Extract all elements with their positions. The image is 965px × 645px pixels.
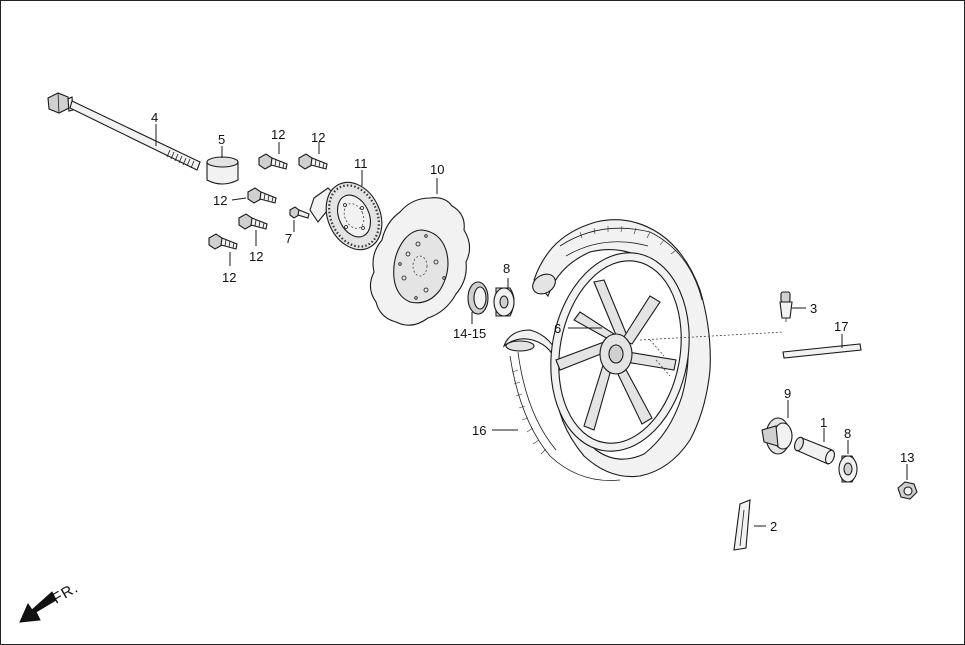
callout-12-b: 12 bbox=[311, 130, 325, 145]
bolt-part-d bbox=[238, 213, 268, 230]
callout-17: 17 bbox=[834, 319, 848, 334]
sensor-ring-part bbox=[309, 181, 383, 251]
flange-part bbox=[761, 417, 793, 455]
oil-seal-part bbox=[467, 281, 489, 315]
bolt-part-b bbox=[298, 153, 328, 170]
callout-2: 2 bbox=[770, 519, 777, 534]
callout-10: 10 bbox=[430, 162, 444, 177]
callout-16: 16 bbox=[472, 423, 486, 438]
callout-1: 1 bbox=[820, 415, 827, 430]
callout-13: 13 bbox=[900, 450, 914, 465]
callout-12-c: 12 bbox=[213, 193, 227, 208]
collar-part bbox=[206, 156, 239, 185]
axle-part bbox=[47, 92, 201, 171]
wheel-part bbox=[550, 252, 690, 452]
spacer-tube-part bbox=[793, 436, 836, 465]
callout-12-e: 12 bbox=[222, 270, 236, 285]
front-direction-label: FR. bbox=[50, 579, 82, 607]
callout-8-a: 8 bbox=[503, 261, 510, 276]
screw-part bbox=[289, 206, 310, 219]
callout-4: 4 bbox=[151, 110, 158, 125]
alignment-line-hub bbox=[649, 339, 671, 377]
callout-7: 7 bbox=[285, 231, 292, 246]
bearing-part-b bbox=[838, 455, 858, 483]
callout-6: 6 bbox=[554, 321, 561, 336]
bolt-part-a bbox=[258, 153, 288, 170]
alignment-line-valve bbox=[639, 331, 785, 341]
front-direction-arrow bbox=[19, 591, 57, 623]
callout-11: 11 bbox=[354, 156, 368, 171]
callout-3: 3 bbox=[810, 301, 817, 316]
callout-12-d: 12 bbox=[249, 249, 263, 264]
callout-14-15: 14-15 bbox=[453, 326, 486, 341]
valve-part bbox=[779, 291, 793, 322]
nut-part bbox=[897, 481, 918, 500]
callout-5: 5 bbox=[218, 132, 225, 147]
weight-part bbox=[733, 499, 751, 551]
callout-9: 9 bbox=[784, 386, 791, 401]
bearing-part-a bbox=[493, 287, 515, 317]
callout-8-b: 8 bbox=[844, 426, 851, 441]
brake-disc-part bbox=[369, 197, 471, 326]
weight-strip-part bbox=[782, 343, 862, 359]
callout-12-a: 12 bbox=[271, 127, 285, 142]
bolt-part-e bbox=[208, 233, 238, 250]
bolt-part-c bbox=[247, 187, 277, 204]
